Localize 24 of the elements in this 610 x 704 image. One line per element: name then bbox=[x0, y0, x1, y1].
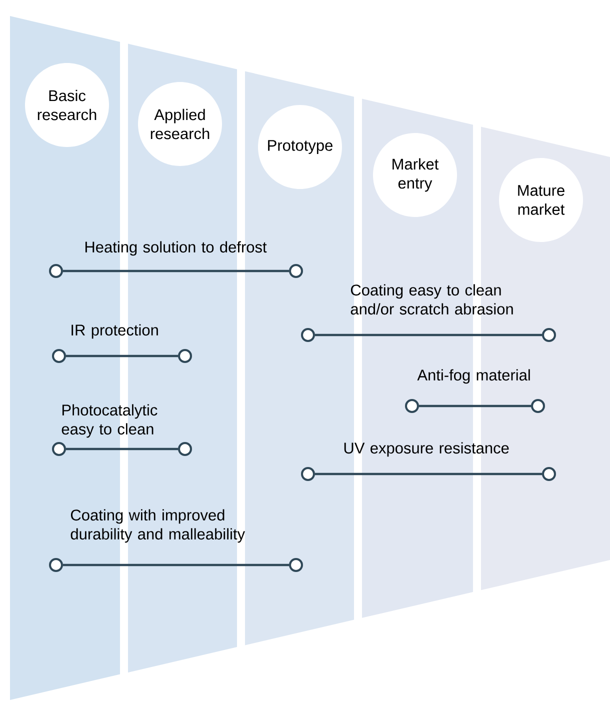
edge-label: Coating with improved durability and malleability bbox=[70, 509, 245, 543]
bar-line bbox=[66, 448, 178, 450]
bar-line bbox=[63, 270, 289, 272]
endpoint-circle bbox=[531, 399, 545, 413]
bar-line bbox=[419, 404, 531, 408]
edge-label: Coating easy to clean and/or scratch abrasion bbox=[350, 284, 513, 315]
bar-line bbox=[315, 334, 542, 336]
endpoint-circle bbox=[289, 264, 303, 278]
endpoint-circle bbox=[49, 558, 63, 572]
endpoint-circle bbox=[405, 399, 419, 413]
endpoint-circle bbox=[289, 558, 303, 572]
edge-label: Photocatalytic easy to clean bbox=[62, 404, 158, 438]
bar-line bbox=[66, 354, 178, 358]
edge-label: Anti-fog material bbox=[417, 369, 530, 384]
edge-label: Heating solution to defrost bbox=[85, 241, 267, 256]
endpoint-circle bbox=[542, 328, 556, 342]
bar-line bbox=[315, 472, 542, 476]
edge-label: UV exposure resistance bbox=[344, 442, 509, 457]
endpoint-circle bbox=[52, 442, 66, 456]
endpoint-circle bbox=[49, 264, 63, 278]
bar-line bbox=[63, 564, 289, 566]
endpoint-circle bbox=[52, 349, 66, 363]
edge-label: IR protection bbox=[72, 324, 158, 339]
endpoint-circle bbox=[542, 467, 556, 481]
